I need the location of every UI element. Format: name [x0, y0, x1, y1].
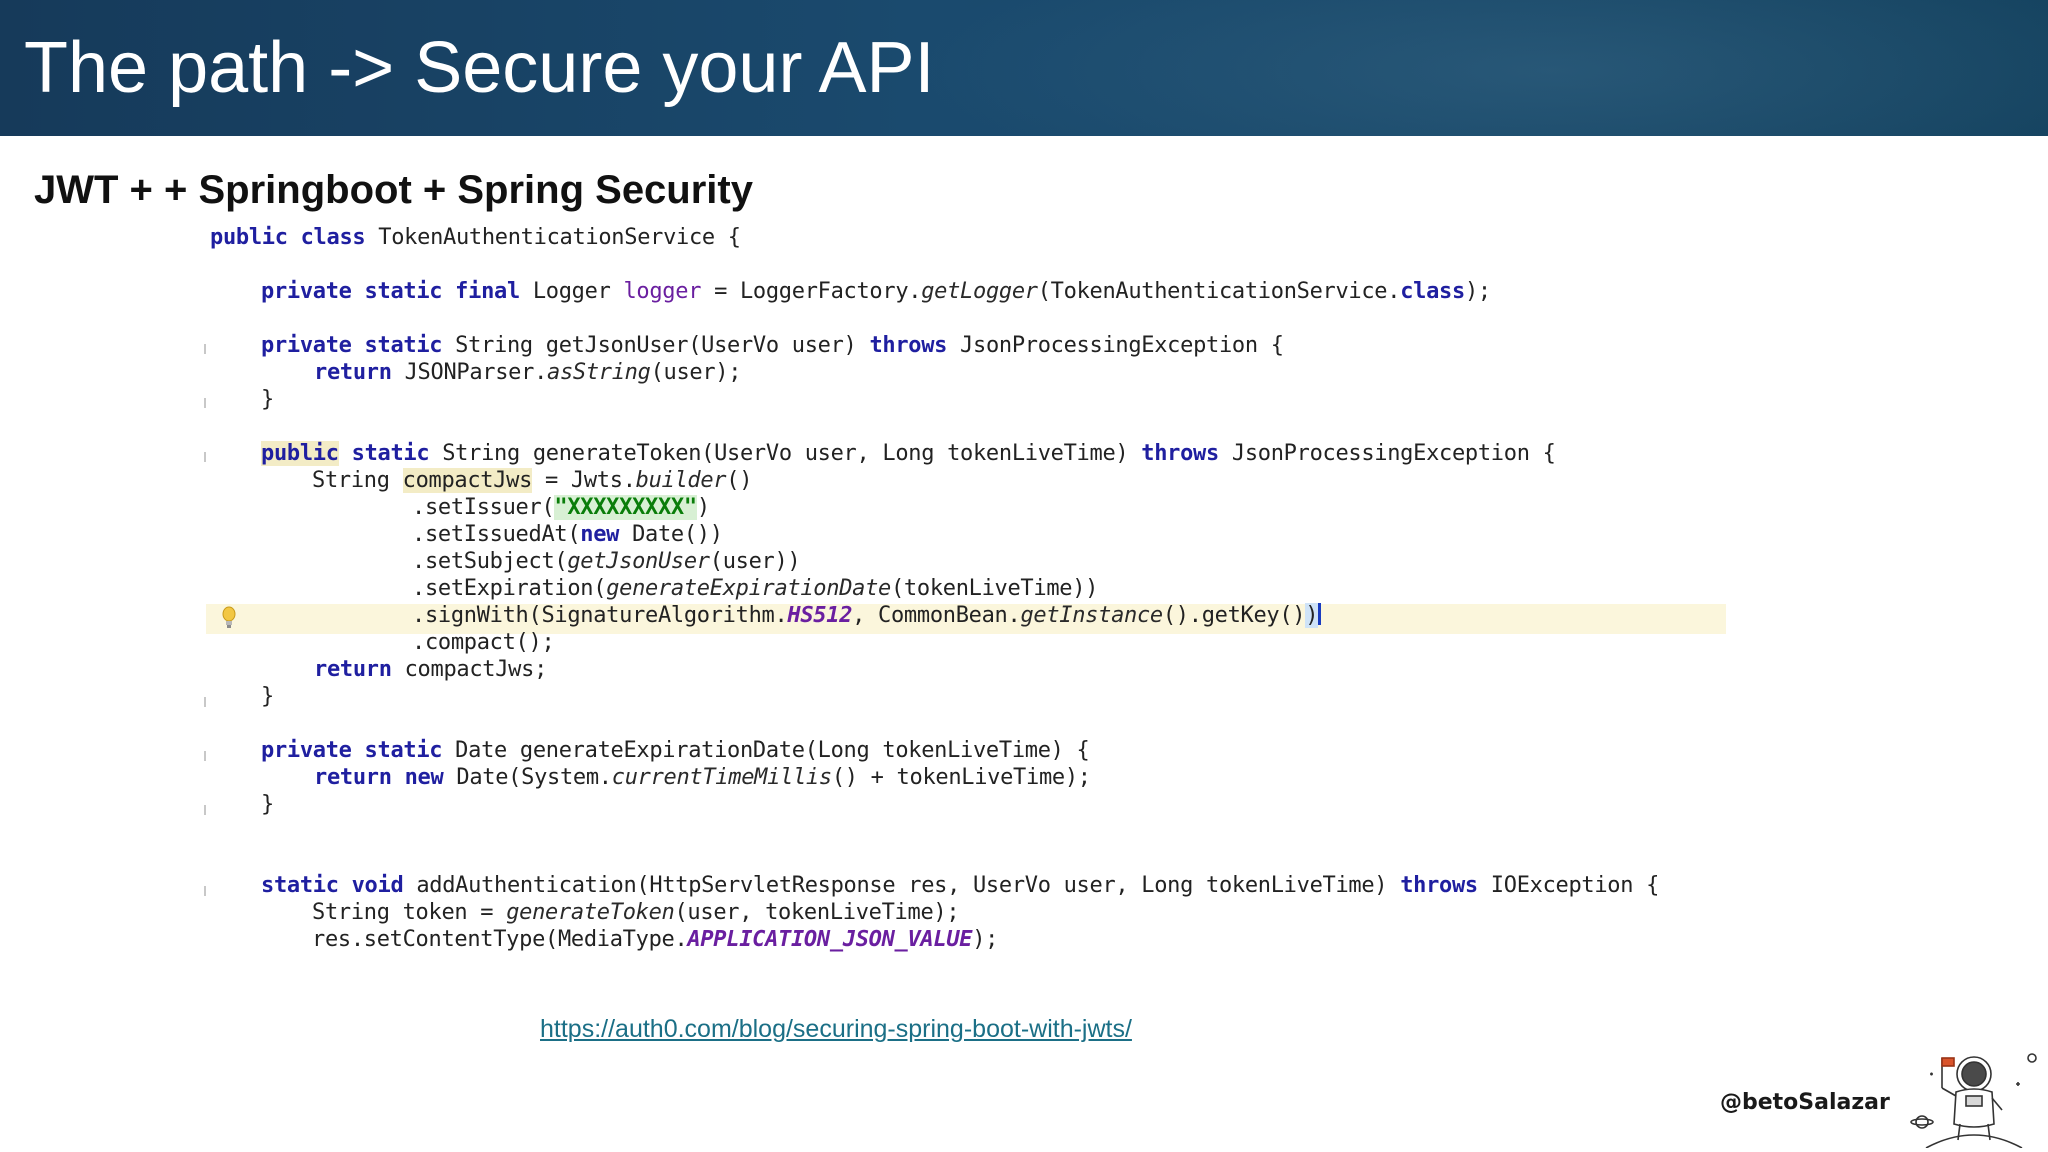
code-line: return compactJws; — [314, 657, 548, 682]
text-cursor — [1318, 603, 1322, 625]
gutter-marker — [204, 751, 206, 761]
code-line: return JSONParser.asString(user); — [314, 360, 742, 385]
gutter-marker — [204, 344, 206, 354]
gutter-marker — [204, 452, 206, 462]
header-band: The path -> Secure your API — [0, 0, 2048, 136]
reference-link[interactable]: https://auth0.com/blog/securing-spring-b… — [540, 1015, 1132, 1043]
slide-subtitle: JWT + + Springboot + Spring Security — [34, 168, 753, 212]
code-line: .setSubject(getJsonUser(user)) — [412, 549, 801, 574]
code-line: } — [261, 684, 274, 709]
code-line: private static String getJsonUser(UserVo… — [261, 333, 1284, 358]
code-line: public static String generateToken(UserV… — [261, 441, 1556, 466]
highlighted-line — [206, 604, 1726, 634]
code-line: static void addAuthentication(HttpServle… — [261, 873, 1660, 898]
slide-title: The path -> Secure your API — [24, 28, 935, 108]
code-line: .setIssuer("XXXXXXXXX") — [412, 495, 710, 520]
code-line: } — [261, 792, 274, 817]
lightbulb-icon — [222, 606, 236, 628]
code-screenshot: public class TokenAuthenticationService … — [200, 222, 1730, 962]
code-line: .setIssuedAt(new Date()) — [412, 522, 723, 547]
astronaut-mascot-icon — [1910, 1053, 2037, 1148]
gutter-marker — [204, 886, 206, 896]
code-line: String compactJws = Jwts.builder() — [312, 468, 753, 493]
code-line: public class TokenAuthenticationService … — [210, 225, 741, 250]
gutter-marker — [204, 398, 206, 408]
gutter-marker — [204, 805, 206, 815]
code-line: .signWith(SignatureAlgorithm.HS512, Comm… — [412, 602, 1322, 629]
author-handle: @betoSalazar — [1720, 1090, 1890, 1115]
code-line: return new Date(System.currentTimeMillis… — [314, 765, 1091, 790]
code-line: String token = generateToken(user, token… — [312, 900, 960, 925]
code-line: private static final Logger logger = Log… — [261, 279, 1491, 304]
code-line: .compact(); — [412, 630, 555, 655]
gutter-marker — [204, 697, 206, 707]
code-line: res.setContentType(MediaType.APPLICATION… — [312, 927, 999, 952]
code-line: } — [261, 387, 274, 412]
code-line: .setExpiration(generateExpirationDate(to… — [412, 576, 1099, 601]
code-line: private static Date generateExpirationDa… — [261, 738, 1090, 763]
